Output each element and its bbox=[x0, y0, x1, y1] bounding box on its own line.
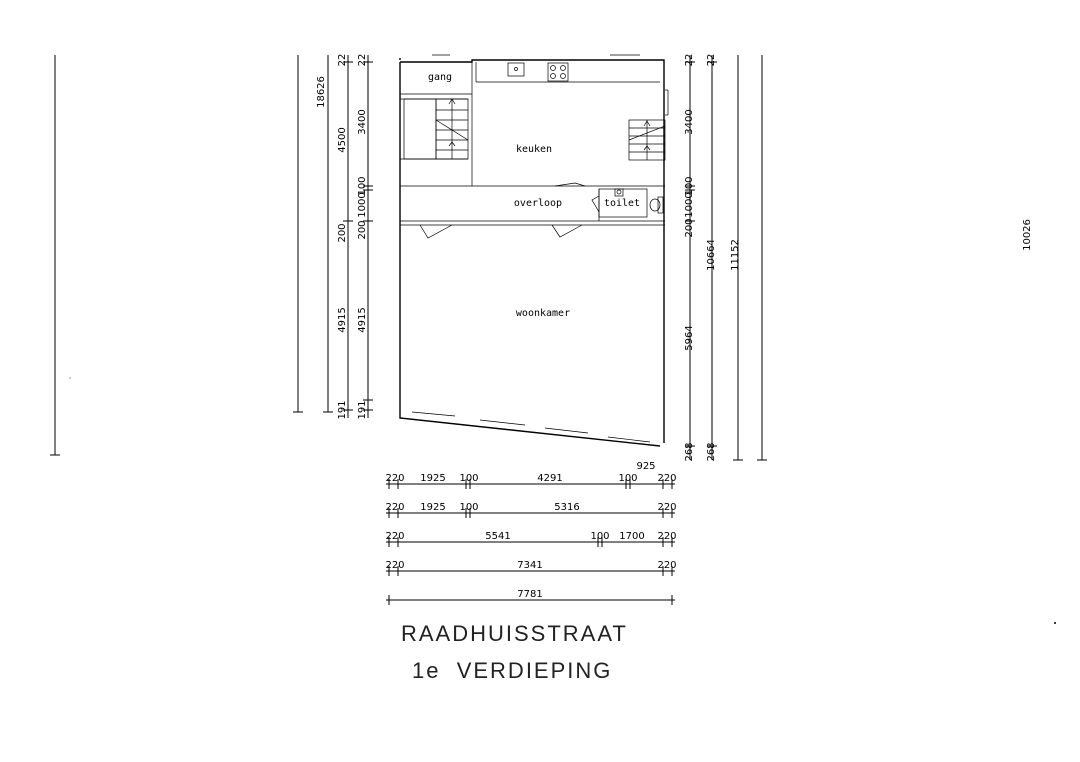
dim-bottom-r4-2: 7341 bbox=[517, 560, 542, 571]
staircase-left bbox=[435, 98, 469, 160]
room-label-gang: gang bbox=[428, 72, 452, 83]
title-floor: 1e VERDIEPING bbox=[412, 658, 612, 683]
dim-bottom-r1-6: 220 bbox=[657, 473, 676, 484]
dim-right-c3-1: 11152 bbox=[730, 239, 741, 271]
dim-left-outer: 18626 bbox=[316, 76, 327, 108]
dim-bottom-r1-4: 4291 bbox=[537, 473, 562, 484]
dim-bottom-r3-2: 5541 bbox=[485, 531, 510, 542]
dim-left-c2-1: 3400 bbox=[357, 109, 368, 134]
kitchen-sink bbox=[507, 62, 525, 77]
room-label-keuken: keuken bbox=[516, 144, 552, 155]
dim-left-c1-3: 4915 bbox=[337, 307, 348, 332]
dim-bottom-r2-5: 220 bbox=[657, 502, 676, 513]
dim-bottom-r0-1: 925 bbox=[636, 461, 655, 472]
dim-bottom-r1-2: 1925 bbox=[420, 473, 445, 484]
dim-left-c1-1: 4500 bbox=[337, 127, 348, 152]
dim-bottom-r4-3: 220 bbox=[657, 560, 676, 571]
dim-right-c2-1: 10664 bbox=[706, 239, 717, 271]
dim-bottom-r2-4: 5316 bbox=[554, 502, 579, 513]
dim-left-c2-6: 191 bbox=[337, 400, 348, 419]
dim-right-c1-1: 3400 bbox=[684, 109, 695, 134]
room-label-toilet: toilet bbox=[604, 198, 640, 209]
building-outline bbox=[399, 54, 665, 447]
stray-dot bbox=[69, 377, 71, 379]
dim-right-c1-5: 5964 bbox=[684, 325, 695, 350]
dim-right-c1-2: 100 bbox=[684, 176, 695, 195]
dim-right-far: 10026 bbox=[1022, 219, 1033, 251]
dim-bottom-r4-1: 220 bbox=[385, 560, 404, 571]
stray-dot bbox=[1054, 622, 1056, 624]
dim-bottom-r2-1: 220 bbox=[385, 502, 404, 513]
dim-bottom-r3-3: 100 bbox=[590, 531, 609, 542]
far-left-reference-line bbox=[50, 55, 60, 456]
dim-right-c2-2: 268 bbox=[706, 442, 717, 461]
dim-left-c2-7: 191 bbox=[357, 400, 368, 419]
dim-left-c2-5: 4915 bbox=[357, 307, 368, 332]
left-dimension-chains bbox=[293, 55, 373, 418]
room-label-woonkamer: woonkamer bbox=[516, 308, 570, 319]
right-dimension-chains bbox=[685, 55, 767, 461]
toilet-fixtures bbox=[614, 188, 664, 214]
dim-bottom-r1-3: 100 bbox=[459, 473, 478, 484]
dim-right-c1-3: 1000 bbox=[684, 192, 695, 217]
dim-bottom-r3-4: 1700 bbox=[619, 531, 644, 542]
dim-bottom-r3-1: 220 bbox=[385, 531, 404, 542]
dim-bottom-r5-1: 7781 bbox=[517, 589, 542, 600]
dim-right-top-1: 22 bbox=[684, 54, 695, 67]
windows bbox=[411, 89, 669, 443]
kitchen-stove bbox=[547, 62, 569, 82]
dim-left-c2-2: 100 bbox=[357, 176, 368, 195]
dim-bottom-r2-3: 100 bbox=[459, 502, 478, 513]
dim-left-c2-top-1: 22 bbox=[337, 54, 348, 67]
dim-right-top-2: 22 bbox=[706, 54, 717, 67]
dim-bottom-r1-5: 100 bbox=[618, 473, 637, 484]
dim-left-c1-2: 200 bbox=[337, 223, 348, 242]
room-label-overloop: overloop bbox=[514, 198, 562, 209]
dim-right-c1-4: 200 bbox=[684, 218, 695, 237]
dim-bottom-r1-1: 220 bbox=[385, 473, 404, 484]
dim-left-c2-top-2: 22 bbox=[357, 54, 368, 67]
dim-bottom-r3-5: 220 bbox=[657, 531, 676, 542]
bottom-dimension-chains bbox=[386, 479, 675, 605]
title-street: RAADHUISSTRAAT bbox=[401, 621, 628, 646]
dim-left-c2-3: 1000 bbox=[357, 192, 368, 217]
doors bbox=[419, 182, 600, 239]
dim-left-c2-4: 200 bbox=[357, 220, 368, 239]
staircase-right bbox=[628, 119, 666, 161]
dim-right-c1-6: 268 bbox=[684, 442, 695, 461]
dim-bottom-r2-2: 1925 bbox=[420, 502, 445, 513]
